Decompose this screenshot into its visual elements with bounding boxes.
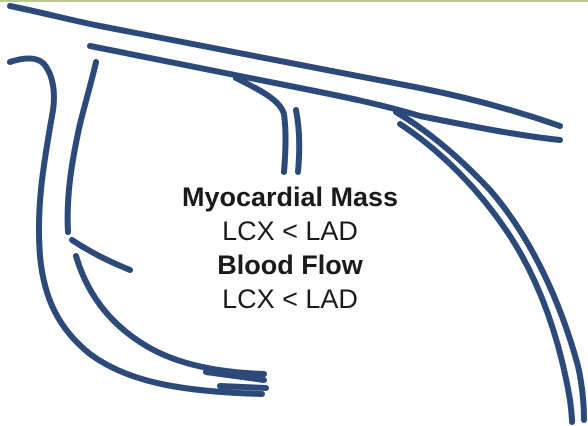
middle-branch-left-wall <box>236 78 286 172</box>
main-vessel-lower-wall <box>90 46 560 140</box>
left-vessel-inner-wall <box>68 62 96 232</box>
heading-blood-flow: Blood Flow <box>140 248 440 282</box>
comparison-blood-flow: LCX < LAD <box>140 282 440 316</box>
diagram-caption: Myocardial Mass LCX < LAD Blood Flow LCX… <box>140 180 440 316</box>
comparison-myocardial-mass: LCX < LAD <box>140 214 440 248</box>
middle-branch-right-wall <box>296 110 299 172</box>
heading-myocardial-mass: Myocardial Mass <box>140 180 440 214</box>
lower-vessel-end-2 <box>220 386 266 388</box>
